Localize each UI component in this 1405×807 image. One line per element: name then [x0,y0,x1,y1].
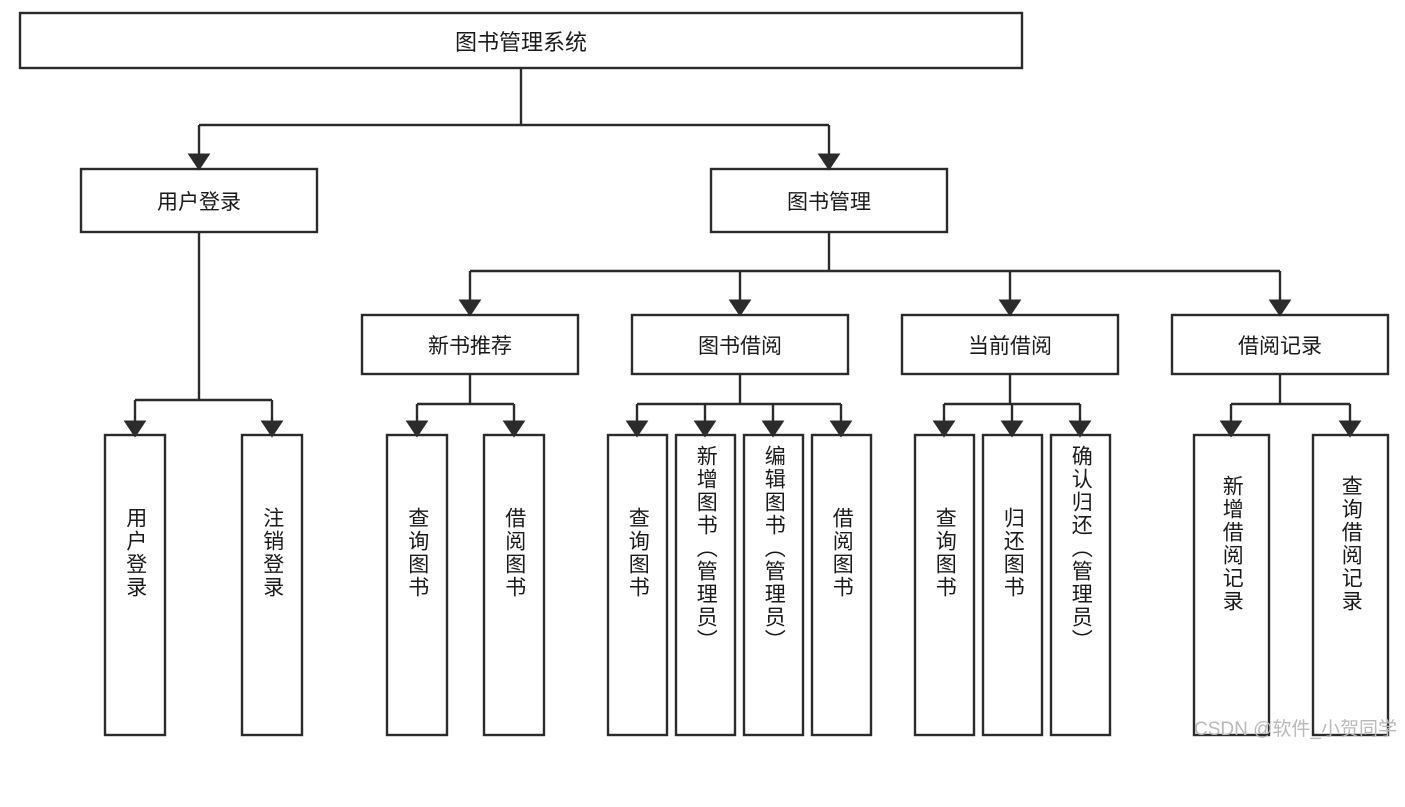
node-current-borrow-box[interactable] [900,313,1120,376]
node-new-book-recommend-box[interactable] [360,313,580,376]
diagram-canvas [18,11,1390,737]
leaf-query-book-1-box[interactable] [385,433,449,737]
node-book-management-box[interactable] [709,167,949,234]
node-borrow-record-box[interactable] [1170,313,1390,376]
leaf-edit-book-admin-box[interactable] [742,433,805,737]
leaf-borrow-book-2-box[interactable] [810,433,873,737]
node-root-box[interactable] [18,11,1024,70]
leaf-confirm-return-admin-box[interactable] [1049,433,1112,737]
flowchart-diagram: 图书管理系统 用户登录 图书管理 新书推荐 图书借阅 当前借阅 借阅记录 用户登… [18,11,1397,740]
leaf-add-borrow-record-box[interactable] [1192,433,1271,737]
node-user-login-box[interactable] [79,167,319,234]
leaf-query-book-2-box[interactable] [606,433,669,737]
leaf-return-book-box[interactable] [981,433,1044,737]
leaf-user-login-box[interactable] [103,433,167,737]
leaf-add-book-admin-box[interactable] [674,433,737,737]
node-book-borrow-box[interactable] [630,313,850,376]
leaf-query-borrow-record-box[interactable] [1311,433,1390,737]
leaf-logout-login-box[interactable] [240,433,304,737]
leaf-borrow-book-1-box[interactable] [482,433,546,737]
leaf-query-book-3-box[interactable] [913,433,976,737]
